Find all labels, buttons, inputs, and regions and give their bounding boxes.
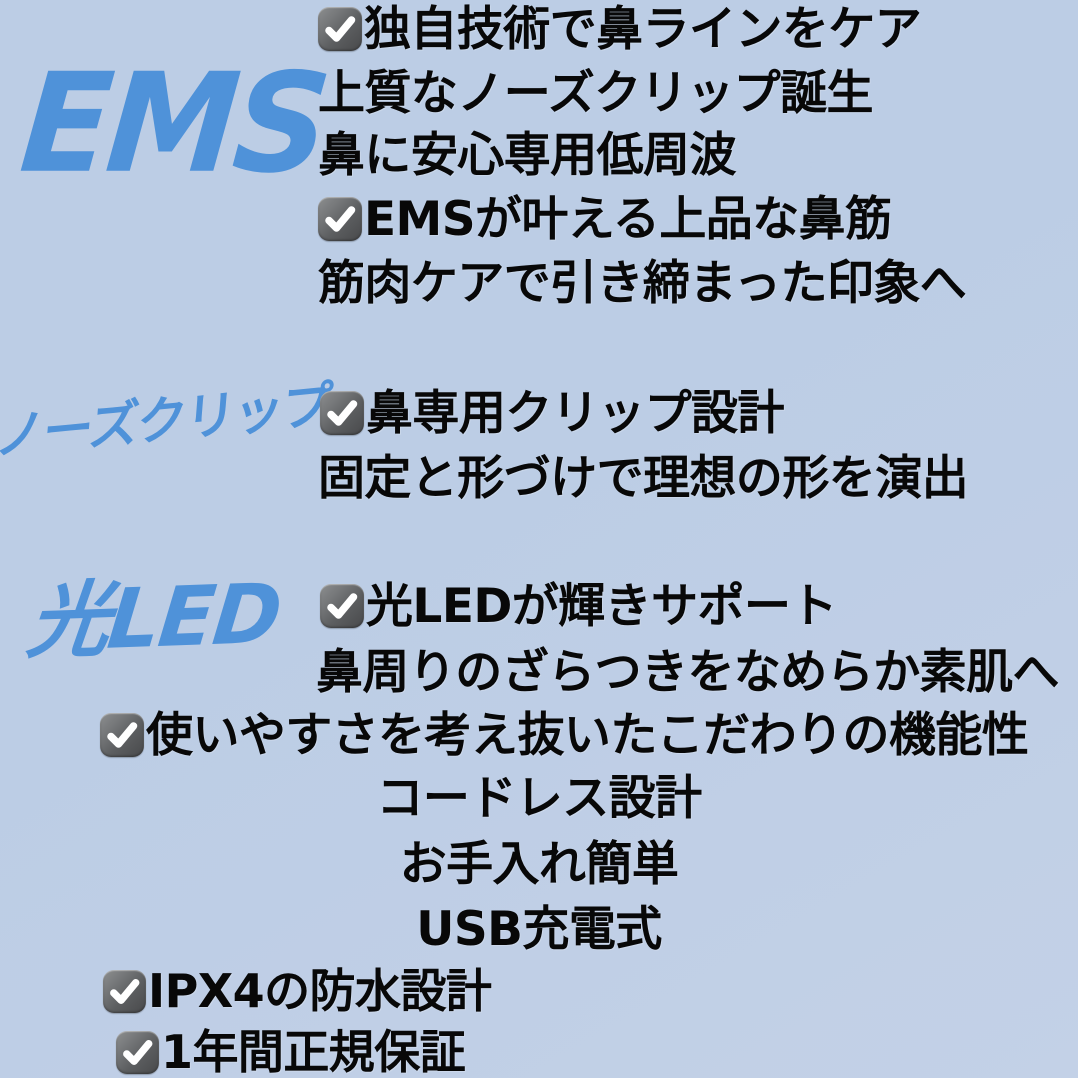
feature-line-13-text: USB充電式: [416, 902, 662, 957]
feature-line-7: 固定と形づけで理想の形を演出: [318, 455, 969, 502]
feature-line-9: 鼻周りのざらつきをなめらか素肌へ: [316, 649, 1060, 696]
checked-checkbox-icon: [318, 7, 362, 59]
feature-line-5-text: 筋肉ケアで引き締まった印象へ: [318, 256, 967, 311]
section-badge-noseclip: ノーズクリップ: [0, 374, 333, 467]
checked-checkbox-icon: [116, 1031, 159, 1078]
checked-checkbox-icon: [318, 197, 362, 249]
feature-line-3-text: 鼻に安心専用低周波: [318, 128, 737, 183]
feature-line-3: 鼻に安心専用低周波: [318, 132, 737, 179]
feature-line-2: 上質なノーズクリップ誕生: [318, 70, 873, 117]
feature-line-15-text: 1年間正規保証: [161, 1025, 466, 1078]
feature-line-2-text: 上質なノーズクリップ誕生: [318, 66, 873, 121]
section-badge-ems: EMS: [14, 43, 332, 205]
section-badge-led: 光LED: [23, 566, 285, 671]
feature-line-4-text: EMSが叶える上品な鼻筋: [364, 192, 892, 247]
feature-line-8-text: 光LEDが輝きサポート: [366, 579, 837, 634]
feature-line-9-text: 鼻周りのざらつきをなめらか素肌へ: [316, 645, 1060, 700]
feature-line-8: 光LEDが輝きサポート: [320, 583, 837, 636]
feature-line-15: 1年間正規保証: [116, 1029, 466, 1078]
feature-line-5: 筋肉ケアで引き締まった印象へ: [318, 260, 967, 307]
checked-checkbox-icon: [103, 970, 146, 1020]
feature-line-6: 鼻専用クリップ設計: [320, 390, 785, 443]
feature-line-14: IPX4の防水設計: [103, 968, 492, 1020]
feature-line-11-text: コードレス設計: [376, 771, 702, 826]
feature-line-1: 独自技術で鼻ラインをケア: [318, 6, 922, 59]
feature-line-12-text: お手入れ簡単: [399, 837, 679, 892]
feature-line-10-text: 使いやすさを考え抜いたこだわりの機能性: [146, 708, 1029, 763]
feature-line-12: お手入れ簡単: [0, 841, 1078, 888]
feature-line-10: 使いやすさを考え抜いたこだわりの機能性: [100, 712, 1029, 765]
feature-line-11: コードレス設計: [0, 775, 1078, 822]
checked-checkbox-icon: [100, 713, 144, 765]
feature-line-1-text: 独自技術で鼻ラインをケア: [364, 2, 922, 57]
feature-line-4: EMSが叶える上品な鼻筋: [318, 196, 892, 249]
feature-line-7-text: 固定と形づけで理想の形を演出: [318, 451, 969, 506]
feature-line-13: USB充電式: [0, 906, 1078, 953]
feature-line-6-text: 鼻専用クリップ設計: [366, 386, 785, 441]
feature-line-14-text: IPX4の防水設計: [148, 964, 492, 1018]
checked-checkbox-icon: [320, 584, 364, 636]
checked-checkbox-icon: [320, 391, 364, 443]
